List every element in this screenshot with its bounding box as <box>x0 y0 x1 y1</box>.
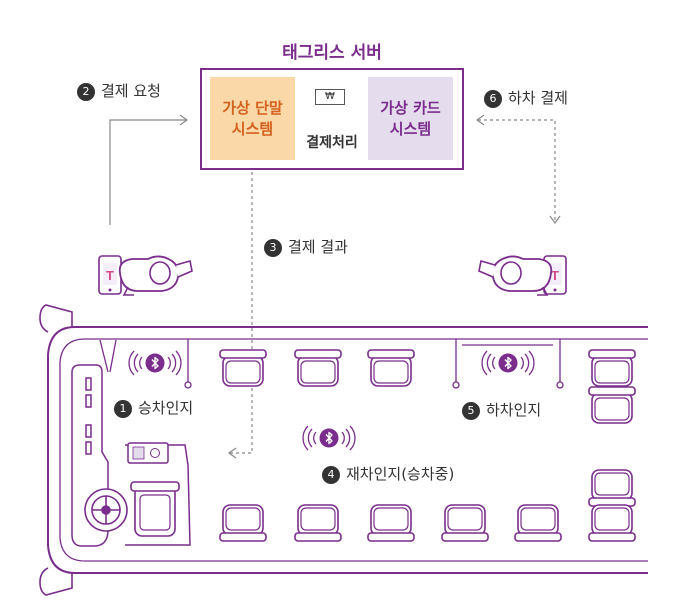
step-text: 결제 요청 <box>101 82 161 100</box>
bluetooth-icon <box>302 425 356 451</box>
step-badge: 4 <box>322 466 340 484</box>
seat-icon <box>219 504 267 542</box>
money-icon: ₩ <box>315 89 345 105</box>
payment-processing-label: 결제처리 <box>306 135 358 151</box>
step-badge: 3 <box>264 239 282 257</box>
step-text: 결제 결과 <box>288 238 348 256</box>
bus-body <box>39 304 648 596</box>
virtual-card-system: 가상 카드 시스템 <box>368 77 453 160</box>
step-badge: 2 <box>77 83 95 101</box>
step-badge: 5 <box>462 402 480 420</box>
card-label-line2: 시스템 <box>389 119 432 138</box>
hand-icon <box>478 255 553 296</box>
seat-icon <box>588 469 636 507</box>
terminal-label-line1: 가상 단말 <box>222 98 283 117</box>
seat-icon <box>441 504 489 542</box>
seat-icon <box>588 504 636 542</box>
step-badge: 1 <box>114 400 132 418</box>
bluetooth-icon <box>128 350 182 376</box>
step-text: 재차인지(승차중) <box>346 465 455 483</box>
payment-request-arrow <box>109 114 189 225</box>
door-sensor-front <box>184 339 192 389</box>
seat-icon <box>367 349 415 387</box>
payment-result-arrow <box>227 160 253 459</box>
step-2-label: 2 결제 요청 <box>77 81 161 101</box>
server-title: 태그리스 서버 <box>282 43 382 63</box>
step-6-label: 6 하차 결제 <box>484 88 568 108</box>
seat-icon <box>588 386 636 424</box>
step-4-label: 4 재차인지(승차중) <box>322 464 454 484</box>
door-sensor-rear <box>452 339 564 389</box>
seat-icon <box>514 504 562 542</box>
phone-app-letter-right: T <box>551 268 559 283</box>
hand-icon <box>118 255 193 296</box>
virtual-terminal-system: 가상 단말 시스템 <box>210 77 295 160</box>
step-3-label: 3 결제 결과 <box>264 237 348 257</box>
seat-icon <box>294 349 342 387</box>
card-label-line1: 가상 카드 <box>380 98 441 117</box>
seat-icon <box>367 504 415 542</box>
step-text: 하차 결제 <box>508 89 568 107</box>
step-1-label: 1 승차인지 <box>114 398 193 418</box>
step-text: 하차인지 <box>486 401 542 419</box>
step-badge: 6 <box>484 90 502 108</box>
step-5-label: 5 하차인지 <box>462 400 541 420</box>
step-text: 승차인지 <box>138 399 194 417</box>
bluetooth-icon <box>481 350 535 376</box>
seat-icon <box>294 504 342 542</box>
driver-seat-icon <box>130 481 180 537</box>
terminal-label-line2: 시스템 <box>231 119 274 138</box>
steering-wheel-icon <box>84 488 128 532</box>
phone-app-letter-left: T <box>106 268 114 283</box>
alighting-payment-arrow <box>475 114 561 225</box>
seat-icon <box>219 349 267 387</box>
seat-icon <box>588 349 636 387</box>
